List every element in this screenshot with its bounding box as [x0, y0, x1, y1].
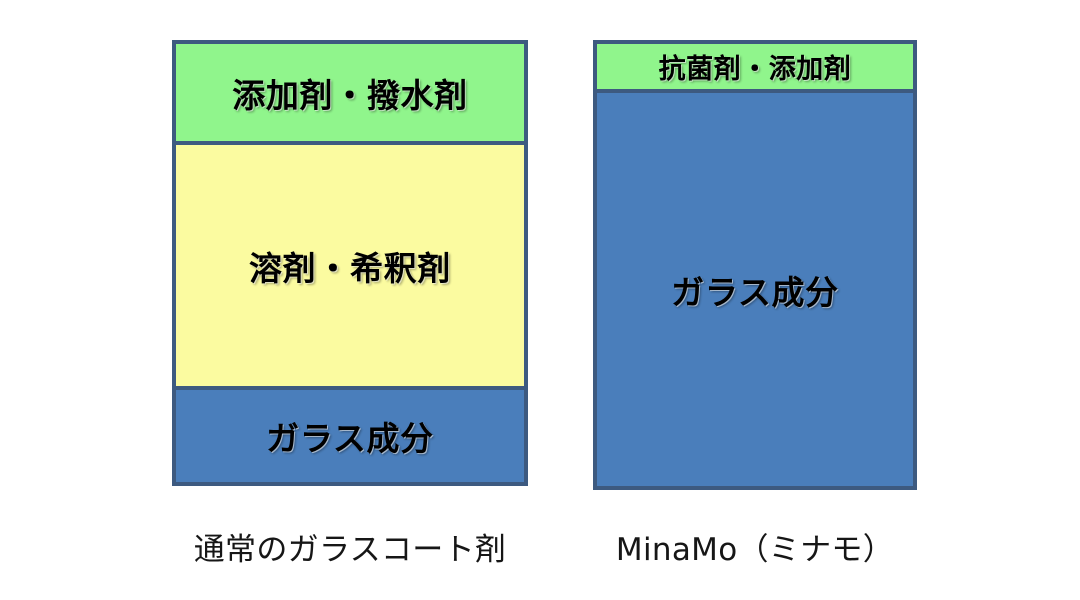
segment-label: 添加剤・撥水剤 [232, 75, 468, 115]
segment-label: ガラス成分 [266, 419, 434, 458]
segment-antibacterial-additive: 抗菌剤・添加剤 [593, 40, 917, 93]
segment-glass-component: ガラス成分 [593, 89, 917, 490]
segment-additive-water-repellent: 添加剤・撥水剤 [172, 40, 528, 145]
segment-label: 抗菌剤・添加剤 [658, 54, 852, 85]
segment-label: 溶剤・希釈剤 [249, 248, 451, 288]
segment-label: ガラス成分 [671, 272, 839, 312]
segment-glass-component: ガラス成分 [172, 386, 528, 486]
caption-minamo: MinaMo（ミナモ） [615, 532, 895, 568]
composition-column-conventional: 添加剤・撥水剤 溶剤・希釈剤 ガラス成分 [172, 40, 528, 490]
composition-column-minamo: 抗菌剤・添加剤 ガラス成分 [593, 40, 917, 490]
segment-solvent-diluent: 溶剤・希釈剤 [172, 141, 528, 390]
caption-conventional: 通常のガラスコート剤 [193, 532, 507, 568]
